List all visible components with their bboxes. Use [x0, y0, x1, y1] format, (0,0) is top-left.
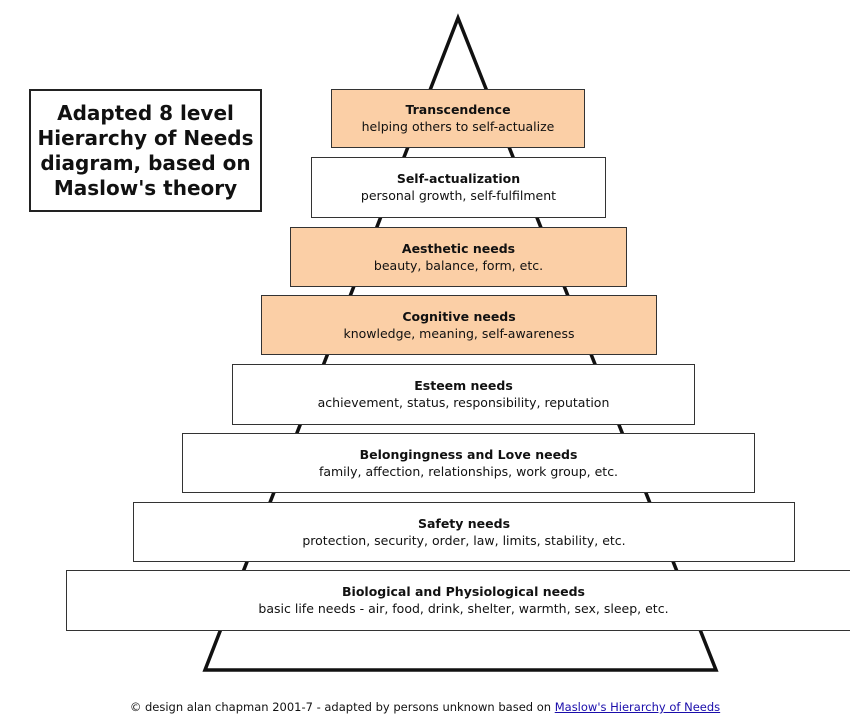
copyright-footer: © design alan chapman 2001-7 - adapted b…	[0, 699, 850, 715]
level-description: family, affection, relationships, work g…	[318, 463, 619, 479]
diagram-title-line-1: Adapted 8 level	[57, 100, 234, 125]
level-name: Esteem needs	[414, 378, 513, 393]
level-name: Transcendence	[405, 102, 511, 117]
level-name: Belongingness and Love needs	[359, 446, 578, 462]
level-description: achievement, status, responsibility, rep…	[317, 395, 610, 410]
level-aesthetic-needs: Aesthetic needs beauty, balance, form, e…	[290, 227, 627, 287]
level-name: Self-actualization	[396, 171, 521, 186]
level-biological-and-physiological-needs: Biological and Physiological needs basic…	[66, 570, 850, 631]
level-name: Aesthetic needs	[401, 240, 516, 256]
level-description: protection, security, order, law, limits…	[302, 532, 626, 548]
level-name: Biological and Physiological needs	[342, 584, 585, 599]
level-self-actualization: Self-actualization personal growth, self…	[311, 157, 606, 218]
diagram-title-line-4: Maslow's theory	[53, 175, 238, 200]
level-description: basic life needs - air, food, drink, she…	[258, 601, 669, 616]
level-belongingness-and-love-needs: Belongingness and Love needs family, aff…	[182, 433, 755, 493]
level-name: Cognitive needs	[402, 308, 516, 324]
level-description: personal growth, self-fulfilment	[360, 188, 557, 203]
level-safety-needs: Safety needs protection, security, order…	[133, 502, 795, 562]
diagram-title-box: Adapted 8 level Hierarchy of Needs diagr…	[29, 89, 262, 212]
copyright-text: © design alan chapman 2001-7 - adapted b…	[129, 700, 555, 714]
level-name: Safety needs	[417, 515, 511, 531]
level-description: beauty, balance, form, etc.	[373, 257, 544, 273]
level-esteem-needs: Esteem needs achievement, status, respon…	[232, 364, 695, 425]
level-cognitive-needs: Cognitive needs knowledge, meaning, self…	[261, 295, 657, 355]
diagram-title-line-3: diagram, based on	[40, 150, 251, 175]
diagram-title-line-2: Hierarchy of Needs	[37, 125, 254, 150]
level-description: helping others to self-actualize	[361, 119, 555, 134]
level-description: knowledge, meaning, self-awareness	[343, 325, 575, 341]
maslow-hierarchy-link[interactable]: Maslow's Hierarchy of Needs	[554, 700, 721, 714]
level-transcendence: Transcendence helping others to self-act…	[331, 89, 585, 148]
